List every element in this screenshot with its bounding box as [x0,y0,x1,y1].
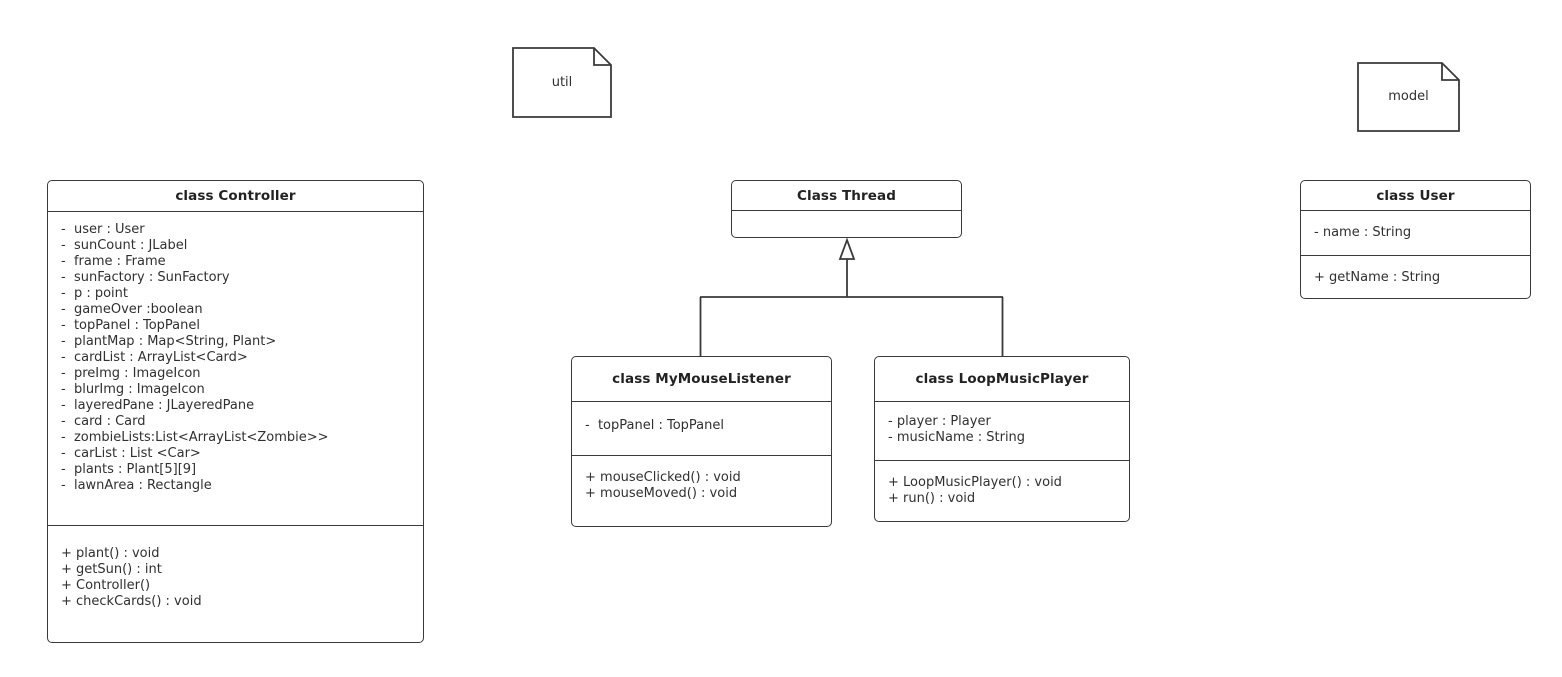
method-row: + Controller() [61,578,151,593]
attribute-row: - name : String [1314,225,1412,240]
attributes-compartment-loopmusicplayer: - player : Player - musicName : String [875,401,1129,460]
class-box-loopmusicplayer[interactable]: class LoopMusicPlayer - player : Player … [874,356,1130,522]
attribute-row: - plants : Plant[5][9] [61,462,197,477]
methods-compartment-controller: + plant() : void + getSun() : int + Cont… [48,525,423,642]
attribute-row: - zombieLists:List<ArrayList<Zombie>> [61,430,329,445]
method-row: + checkCards() : void [61,594,202,609]
attribute-row: - card : Card [61,414,146,429]
method-row: + mouseMoved() : void [585,486,738,501]
methods-compartment-loopmusicplayer: + LoopMusicPlayer() : void + run() : voi… [875,460,1129,521]
attribute-row: - frame : Frame [61,254,166,269]
attribute-row: - plantMap : Map<String, Plant> [61,334,277,349]
attribute-row: - preImg : ImageIcon [61,366,201,381]
attribute-row: - player : Player [888,414,991,429]
attribute-row: - sunCount : JLabel [61,238,188,253]
method-row: + getSun() : int [61,562,162,577]
note-folded-corner-icon [1441,63,1459,81]
attribute-row: - lawnArea : Rectangle [61,478,212,493]
attribute-row: - p : point [61,286,129,301]
class-title-controller: class Controller [175,188,296,204]
attribute-row: - layeredPane : JLayeredPane [61,398,255,413]
methods-compartment-mymouselistener: + mouseClicked() : void + mouseMoved() :… [572,455,831,526]
attribute-row: - gameOver :boolean [61,302,203,317]
body-compartment-thread [732,210,961,237]
class-title-user: class User [1376,187,1455,204]
class-title-thread: Class Thread [796,187,897,204]
package-note-label: util [551,75,573,90]
package-note-model: model [1357,62,1460,132]
attribute-row: - cardList : ArrayList<Card> [61,350,248,365]
class-box-mymouselistener[interactable]: class MyMouseListener - topPanel : TopPa… [571,356,832,527]
attribute-row: - topPanel : TopPanel [61,318,200,333]
class-box-controller[interactable]: class Controller - user : User - sunCoun… [47,180,424,643]
attribute-row: - musicName : String [888,430,1026,445]
note-body-shape [512,47,612,118]
attributes-compartment-user: - name : String [1301,210,1530,255]
method-row: + LoopMusicPlayer() : void [888,475,1062,490]
note-folded-corner-icon [593,48,611,66]
attribute-row: - topPanel : TopPanel [585,418,724,433]
attribute-row: - user : User [61,222,145,237]
package-note-util: util [512,47,612,118]
method-row: + mouseClicked() : void [585,470,741,485]
attribute-row: - sunFactory : SunFactory [61,270,230,285]
method-row: + plant() : void [61,546,160,561]
attribute-row: - blurImg : ImageIcon [61,382,205,397]
attributes-compartment-controller: - user : User - sunCount : JLabel - fram… [48,211,423,525]
methods-compartment-user: + getName : String [1301,255,1530,298]
method-row: + run() : void [888,491,976,506]
note-body-shape [1357,62,1460,132]
attribute-row: - carList : List <Car> [61,446,201,461]
class-box-thread[interactable]: Class Thread [731,180,962,238]
method-row: + getName : String [1314,270,1441,285]
package-note-label: model [1388,89,1429,104]
class-title-mymouselistener: class MyMouseListener [612,371,791,387]
attributes-compartment-mymouselistener: - topPanel : TopPanel [572,401,831,455]
class-title-loopmusicplayer: class LoopMusicPlayer [915,371,1089,387]
hollow-triangle-arrow-icon [838,237,856,260]
class-box-user[interactable]: class User - name : String + getName : S… [1300,180,1531,299]
